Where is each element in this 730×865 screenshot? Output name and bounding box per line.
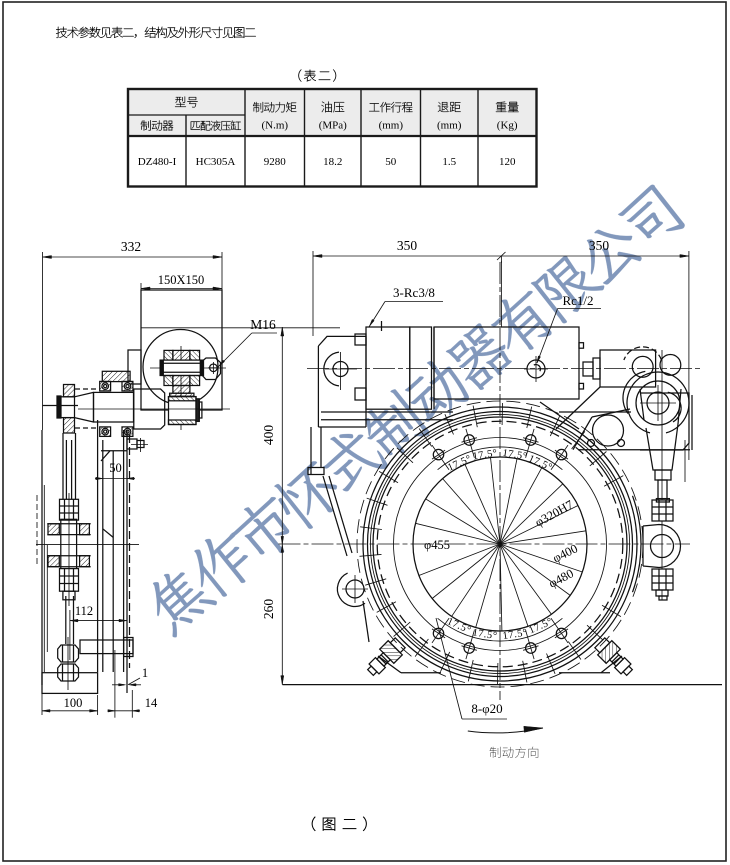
svg-text:150X150: 150X150 [158,273,205,287]
svg-text:(Kg): (Kg) [497,120,518,132]
svg-text:50: 50 [109,461,122,475]
svg-text:Rc1/2: Rc1/2 [562,293,593,308]
svg-text:50: 50 [385,156,397,168]
svg-text:9280: 9280 [264,156,287,168]
svg-text:8-φ20: 8-φ20 [471,701,502,716]
svg-text:112: 112 [75,604,93,618]
svg-text:17.5°: 17.5° [472,448,498,463]
svg-text:260: 260 [261,599,276,620]
svg-text:120: 120 [499,156,516,168]
svg-text:(mm): (mm) [379,120,404,132]
svg-text:φ455: φ455 [424,538,450,552]
svg-text:1: 1 [142,666,148,680]
svg-text:100: 100 [64,696,83,710]
svg-text:18.2: 18.2 [323,156,342,168]
svg-text:HC305A: HC305A [196,156,236,168]
svg-text:M16: M16 [250,317,276,332]
svg-text:17.5°: 17.5° [502,627,528,642]
svg-text:400: 400 [261,425,276,446]
svg-text:350: 350 [589,238,610,253]
svg-text:350: 350 [397,238,418,253]
svg-text:1.5: 1.5 [442,156,456,168]
svg-text:3-Rc3/8: 3-Rc3/8 [393,285,435,300]
svg-text:(mm): (mm) [437,120,462,132]
svg-text:17.5°: 17.5° [502,448,528,463]
svg-text:(N.m): (N.m) [262,120,289,132]
svg-text:DZ480-I: DZ480-I [138,156,177,168]
svg-text:332: 332 [121,239,141,254]
svg-text:14: 14 [145,696,158,710]
svg-text:(MPa): (MPa) [319,120,347,132]
svg-text:17.5°: 17.5° [472,627,498,642]
